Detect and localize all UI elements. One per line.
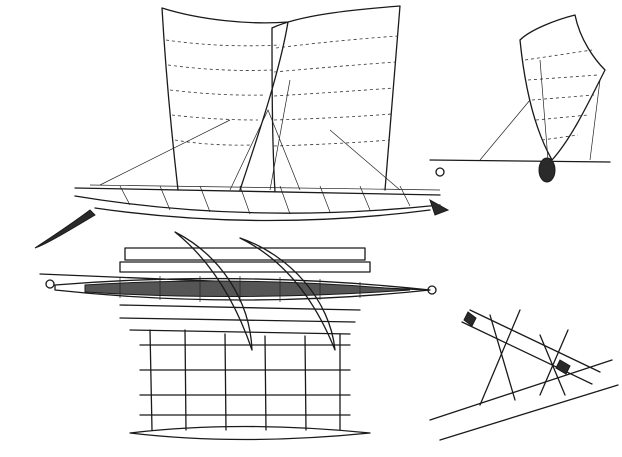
sail-end-battens	[524, 49, 599, 141]
float-end	[435, 167, 445, 177]
lashing	[463, 311, 571, 375]
outrigger-booms	[119, 304, 361, 335]
end-view-hull	[538, 157, 556, 183]
sail-end-view	[429, 14, 611, 183]
canoe-side-view	[34, 5, 450, 249]
hull-interior	[84, 280, 411, 298]
sail-top-left	[174, 231, 253, 351]
bow-ornament	[45, 279, 55, 289]
boom-pole	[461, 309, 601, 385]
connector-detail	[429, 309, 619, 441]
platform-plank	[119, 261, 371, 273]
sail-right	[271, 5, 401, 193]
crossed-stanchions	[479, 309, 569, 406]
platform-plank	[124, 247, 366, 261]
canoe-top-view	[39, 231, 437, 441]
outrigger-frame-grid	[139, 329, 351, 431]
end-view-boom	[429, 159, 611, 163]
steering-paddle	[34, 209, 96, 249]
stern-ornament	[427, 285, 437, 295]
deck-frames	[89, 184, 441, 215]
end-view-rigging	[479, 59, 601, 161]
sail-top-right	[239, 237, 336, 351]
float-log	[429, 359, 619, 441]
outrigger-float	[129, 425, 371, 441]
hull-bulkheads	[119, 276, 361, 302]
stern-tip	[429, 198, 450, 216]
hull-side	[74, 187, 441, 222]
sail-left	[161, 7, 289, 191]
sail-batten-lines	[165, 35, 399, 147]
rigging-lines	[99, 79, 401, 191]
sail-end-shape	[519, 14, 606, 161]
